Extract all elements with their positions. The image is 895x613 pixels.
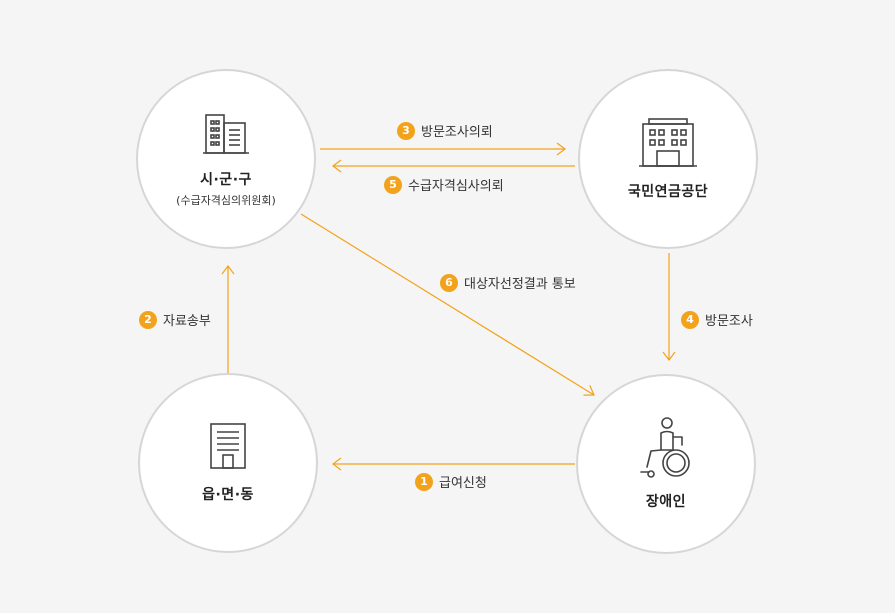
step-visit-request: 3 방문조사의뢰 xyxy=(397,121,493,140)
arrow-selection-result xyxy=(300,213,595,396)
step-label: 방문조사 xyxy=(705,314,753,329)
step-label: 자료송부 xyxy=(163,314,211,329)
step-benefit-application: 1 급여신청 xyxy=(415,472,487,491)
step-label: 급여신청 xyxy=(439,476,487,491)
wheelchair-icon xyxy=(640,417,690,478)
node-eupmyeondong: 읍·면·동 xyxy=(138,373,318,553)
office-building-icon xyxy=(203,113,249,154)
node-pension-service: 국민연금공단 xyxy=(578,69,758,249)
node-sigungu-name: 시·군·구 xyxy=(200,171,252,188)
step-label: 대상자선정결과 통보 xyxy=(464,277,576,292)
step-number-badge: 5 xyxy=(384,175,402,194)
step-eligibility-request: 5 수급자격심사의뢰 xyxy=(384,175,504,194)
step-number-badge: 3 xyxy=(397,121,415,140)
step-number-badge: 2 xyxy=(139,310,157,329)
node-sigungu: 시·군·구 (수급자격심의위원회) xyxy=(136,69,316,249)
step-home-visit: 4 방문조사 xyxy=(681,310,753,329)
node-disabled-person-name: 장애인 xyxy=(645,494,687,510)
node-sigungu-sub: (수급자격심의위원회) xyxy=(176,193,276,207)
step-selection-result: 6 대상자선정결과 통보 xyxy=(440,273,576,292)
step-number-badge: 4 xyxy=(681,310,699,329)
step-label: 방문조사의뢰 xyxy=(421,125,493,140)
node-pension-service-name: 국민연금공단 xyxy=(627,184,709,200)
step-send-data: 2 자료송부 xyxy=(139,310,211,329)
step-number-badge: 6 xyxy=(440,273,458,292)
step-number-badge: 1 xyxy=(415,472,433,491)
node-disabled-person: 장애인 xyxy=(576,374,756,554)
step-label: 수급자격심사의뢰 xyxy=(408,179,504,194)
node-eupmyeondong-name: 읍·면·동 xyxy=(202,487,254,503)
public-building-icon xyxy=(639,118,697,167)
town-office-icon xyxy=(210,423,246,469)
